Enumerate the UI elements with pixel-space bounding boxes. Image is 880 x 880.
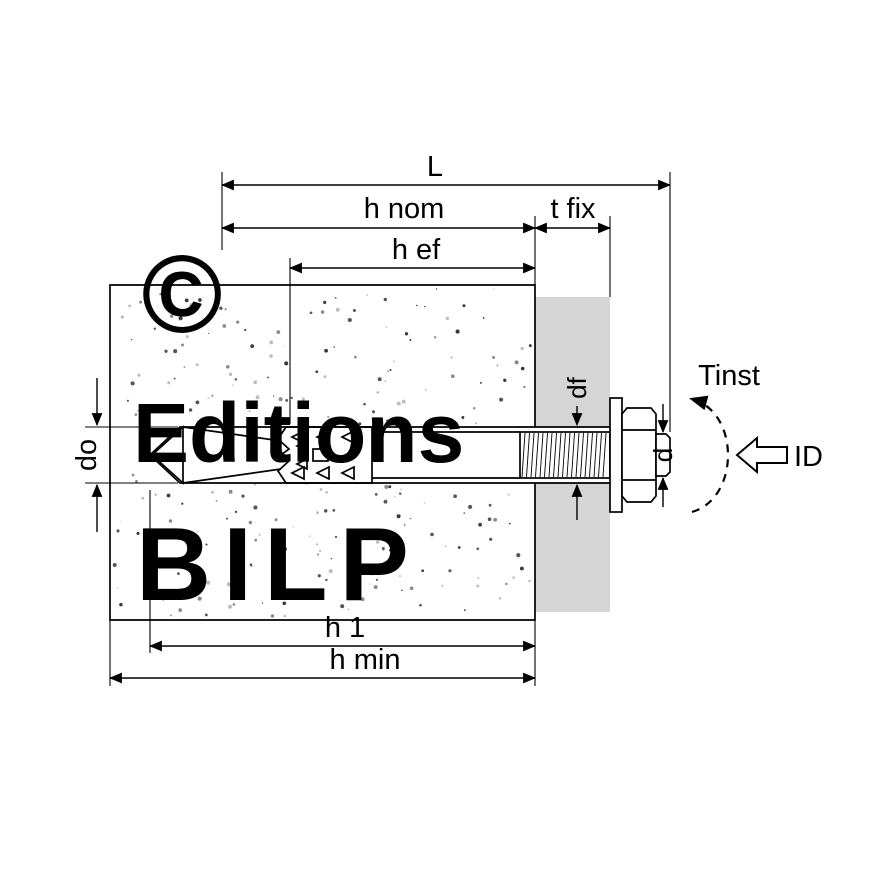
dimension-fixture-thickness: t fix [533,193,612,297]
dimension-total-length: L [220,151,672,432]
label-fixture-thickness: t fix [550,193,596,225]
label-drill-hole-diameter: do [71,439,103,471]
dimension-nominal-embedment: h nom [220,193,537,285]
dimension-bolt-diameter: d [648,404,678,507]
label-total-length: L [427,151,443,183]
hex-nut [621,407,657,503]
anchor-cone-taper [182,426,282,484]
watermark-line2: BILP [136,507,421,623]
bolt-end [655,433,671,477]
anchor-bolt [150,397,671,513]
label-installation-torque: Tinst [698,360,760,392]
direction-block-arrow-icon [735,435,788,475]
expansion-clip [276,426,373,484]
drill-hole [150,427,610,483]
label-min-base-thickness: h min [330,644,401,676]
dimension-min-base-thickness: h min [108,620,537,686]
clip-teeth-marks [290,429,355,481]
thread-hatching [521,432,607,478]
dimension-drill-hole-depth: h 1 [148,490,537,686]
label-effective-embedment: h ef [392,234,441,266]
installation-torque: Tinst [689,360,760,514]
label-fixture-hole-diameter: df [562,376,592,398]
clip-slot [312,448,329,462]
installation-direction: ID [735,435,823,475]
torque-rotation-arrow [689,395,730,514]
anchor-cone-tip [150,425,184,485]
label-drill-hole-depth: h 1 [325,612,365,644]
bolt-shank [372,431,520,479]
dimension-effective-embedment: h ef [288,234,537,424]
dimension-drill-hole-diameter: do [71,378,178,532]
washer [609,397,623,513]
label-nominal-embedment: h nom [364,193,445,225]
watermark-copyright: © [141,233,222,356]
dimension-fixture-hole-diameter: df [562,376,592,520]
clip-tabs [295,439,308,471]
concrete-border [109,284,536,621]
line-art [109,284,671,621]
label-installation-direction: ID [794,441,823,473]
hex-nut-facets [622,429,656,481]
label-bolt-diameter: d [648,448,678,462]
drill-hole-outline [149,426,610,484]
